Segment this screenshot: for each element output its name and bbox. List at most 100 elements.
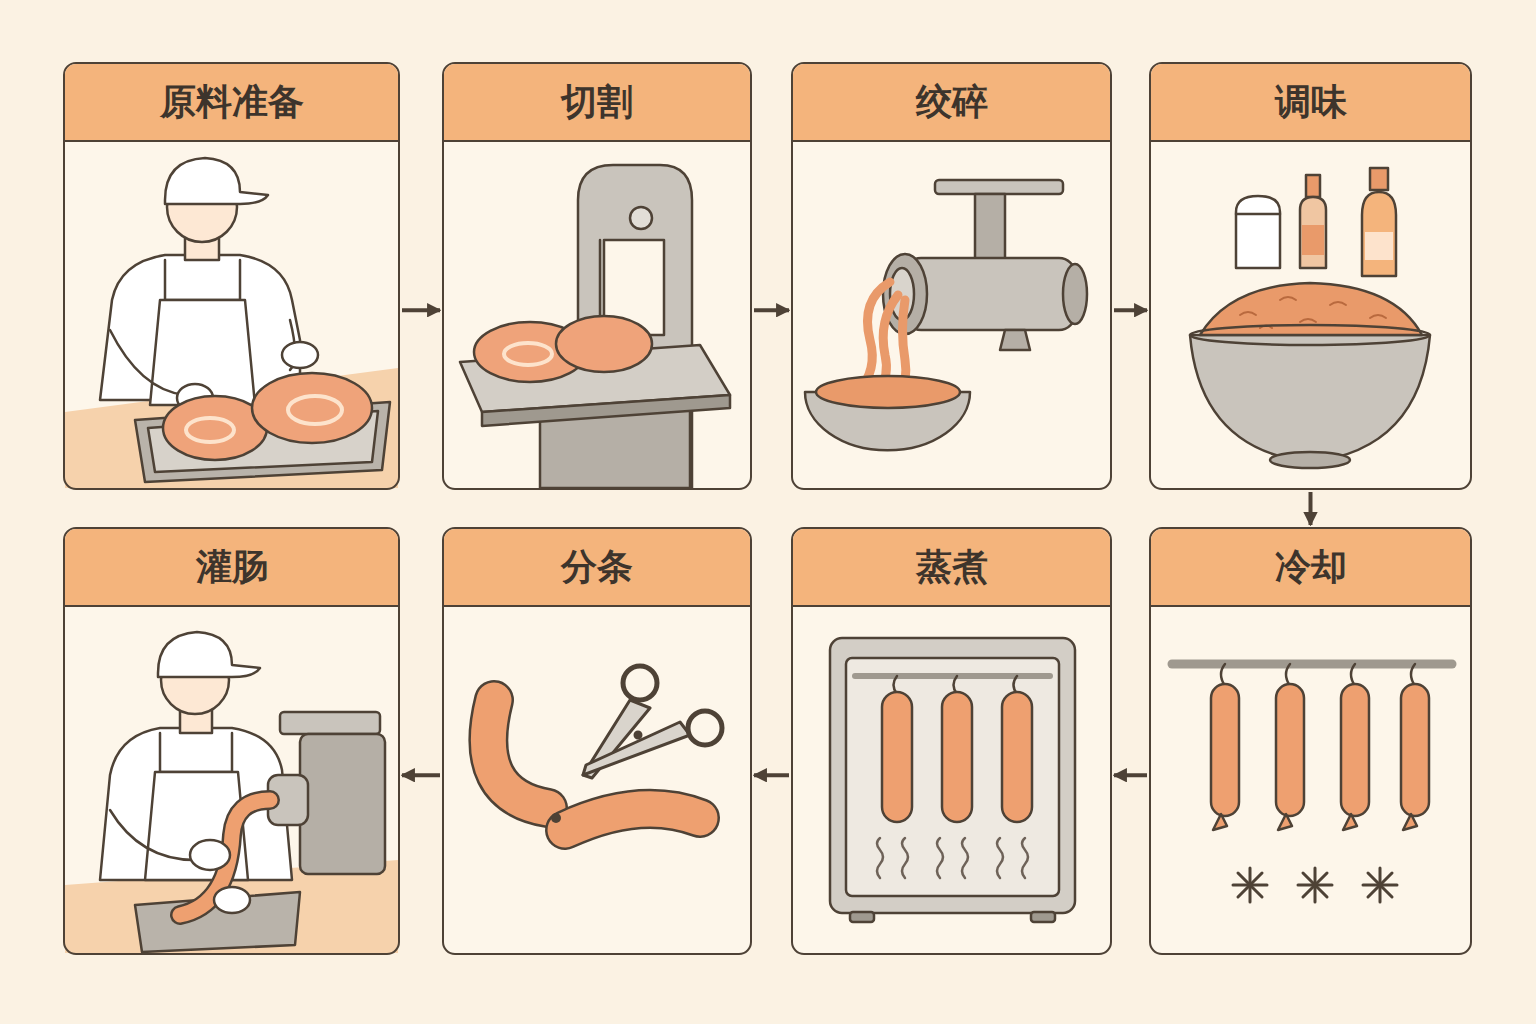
worker-stuffing-sausage-part bbox=[214, 887, 250, 913]
meat-grinder bbox=[805, 180, 1087, 450]
steam-cabinet-part bbox=[1031, 912, 1055, 922]
cooling-rack-part-part bbox=[1303, 873, 1327, 897]
steam-cabinet-part-part bbox=[997, 838, 1003, 878]
panel-header: 冷却 bbox=[1151, 529, 1470, 607]
cooling-rack-part-part bbox=[1351, 664, 1355, 686]
meat-grinder-part bbox=[1063, 264, 1087, 324]
worker-preparing-meat-part bbox=[165, 158, 268, 204]
step-title: 切割 bbox=[561, 78, 633, 127]
seasoning-bowl-part bbox=[1270, 452, 1350, 468]
steam-cabinet-part bbox=[850, 912, 874, 922]
worker-stuffing-sausage-part bbox=[180, 800, 270, 915]
worker-stuffing-sausage bbox=[65, 632, 398, 953]
worker-stuffing-sausage-part bbox=[160, 733, 232, 772]
steam-cabinet-part-part bbox=[937, 838, 943, 878]
meat-grinder-part bbox=[975, 194, 1005, 260]
worker-preparing-meat bbox=[65, 158, 398, 488]
process-panel: 切割 bbox=[442, 62, 752, 490]
cooling-rack bbox=[1172, 664, 1452, 902]
worker-preparing-meat-part bbox=[165, 260, 240, 300]
seasoning-bowl-part bbox=[1240, 297, 1386, 328]
flow-arrow bbox=[754, 773, 789, 777]
meat-grinder-part bbox=[935, 180, 1063, 194]
step-title: 蒸煮 bbox=[916, 543, 988, 592]
seasoning-bowl-part bbox=[1370, 168, 1388, 190]
flow-arrow bbox=[402, 308, 440, 312]
cooling-rack-part-part bbox=[1368, 873, 1392, 897]
worker-stuffing-sausage-part bbox=[280, 712, 380, 734]
cooling-rack-part-part bbox=[1221, 664, 1225, 686]
sausage-and-scissors bbox=[488, 666, 722, 830]
seasoning-bowl-part-part bbox=[1280, 297, 1296, 300]
steam-cabinet-part-part bbox=[882, 692, 912, 822]
panel-grounds-part bbox=[442, 62, 752, 490]
process-panel: 冷却 bbox=[1149, 527, 1472, 955]
panel-header: 灌肠 bbox=[65, 529, 398, 607]
sausage-and-scissors-part-part bbox=[623, 666, 657, 700]
seasoning-bowl-part bbox=[1302, 225, 1324, 255]
flow-arrow bbox=[754, 308, 789, 312]
meat-grinder-part bbox=[816, 376, 960, 408]
worker-stuffing-sausage-part bbox=[190, 840, 230, 870]
steam-cabinet-part bbox=[877, 838, 1028, 878]
meat-grinder-part bbox=[905, 258, 1075, 330]
flow-arrow bbox=[402, 773, 440, 777]
steam-cabinet-part bbox=[855, 673, 1050, 679]
step-title: 分条 bbox=[561, 543, 633, 592]
cooling-rack-part-part bbox=[1341, 684, 1369, 816]
worker-stuffing-sausage-part bbox=[180, 800, 270, 915]
band-saw-part bbox=[482, 395, 730, 426]
cooling-rack-part-part bbox=[1411, 664, 1415, 686]
flow-arrow bbox=[1309, 492, 1313, 525]
worker-preparing-meat-part bbox=[186, 418, 234, 442]
panel-grounds-part bbox=[63, 527, 400, 955]
process-panel: 灌肠 bbox=[63, 527, 400, 955]
panel-grounds-part bbox=[63, 62, 400, 490]
flow-arrow bbox=[1114, 773, 1147, 777]
band-saw bbox=[460, 165, 730, 488]
worker-preparing-meat-part bbox=[110, 330, 185, 395]
cooling-rack-part-part bbox=[1276, 684, 1304, 816]
panel-header: 切割 bbox=[444, 64, 750, 142]
process-panel: 调味 bbox=[1149, 62, 1472, 490]
cooling-rack-part-part bbox=[1403, 814, 1417, 830]
band-saw-part bbox=[504, 343, 552, 365]
panel-grounds-part bbox=[791, 527, 1112, 955]
panel-header: 蒸煮 bbox=[793, 529, 1110, 607]
cooling-rack-part-part bbox=[1343, 814, 1357, 830]
sausage-and-scissors-part-part bbox=[583, 722, 690, 775]
seasoning-bowl-part bbox=[1300, 197, 1326, 268]
worker-preparing-meat-part bbox=[252, 373, 372, 443]
step-title: 绞碎 bbox=[916, 78, 988, 127]
steam-cabinet-part-part bbox=[962, 838, 968, 878]
seasoning-bowl-part-part bbox=[1240, 312, 1256, 315]
steam-cabinet-part bbox=[830, 638, 1075, 913]
meat-grinder-part bbox=[1000, 330, 1030, 350]
cooling-rack-part bbox=[1233, 868, 1397, 902]
steam-cabinet-part-part bbox=[902, 838, 908, 878]
seasoning-bowl-part-part bbox=[1300, 319, 1316, 322]
panel-header: 绞碎 bbox=[793, 64, 1110, 142]
steam-cabinet-part-part bbox=[942, 692, 972, 822]
panel-grounds-part bbox=[791, 62, 1112, 490]
steam-cabinet-part-part bbox=[1002, 692, 1032, 822]
seasoning-bowl-part bbox=[1236, 196, 1280, 268]
sausage-and-scissors-part bbox=[551, 813, 561, 823]
cooling-rack-part-part bbox=[1401, 684, 1429, 816]
seasoning-bowl-part bbox=[1236, 213, 1280, 216]
worker-stuffing-sausage-part bbox=[110, 810, 195, 860]
process-panel: 分条 bbox=[442, 527, 752, 955]
seasoning-bowl-part bbox=[1190, 325, 1430, 345]
step-title: 灌肠 bbox=[196, 543, 268, 592]
panel-header: 原料准备 bbox=[65, 64, 398, 142]
sausage-and-scissors-part-part bbox=[635, 732, 641, 738]
worker-stuffing-sausage-part bbox=[158, 632, 260, 677]
seasoning-bowl bbox=[1190, 168, 1430, 468]
process-panel: 原料准备 bbox=[63, 62, 400, 490]
seasoning-bowl-part-part bbox=[1370, 315, 1386, 318]
panel-grounds-part bbox=[1149, 527, 1472, 955]
panel-grounds-part bbox=[1149, 62, 1472, 490]
